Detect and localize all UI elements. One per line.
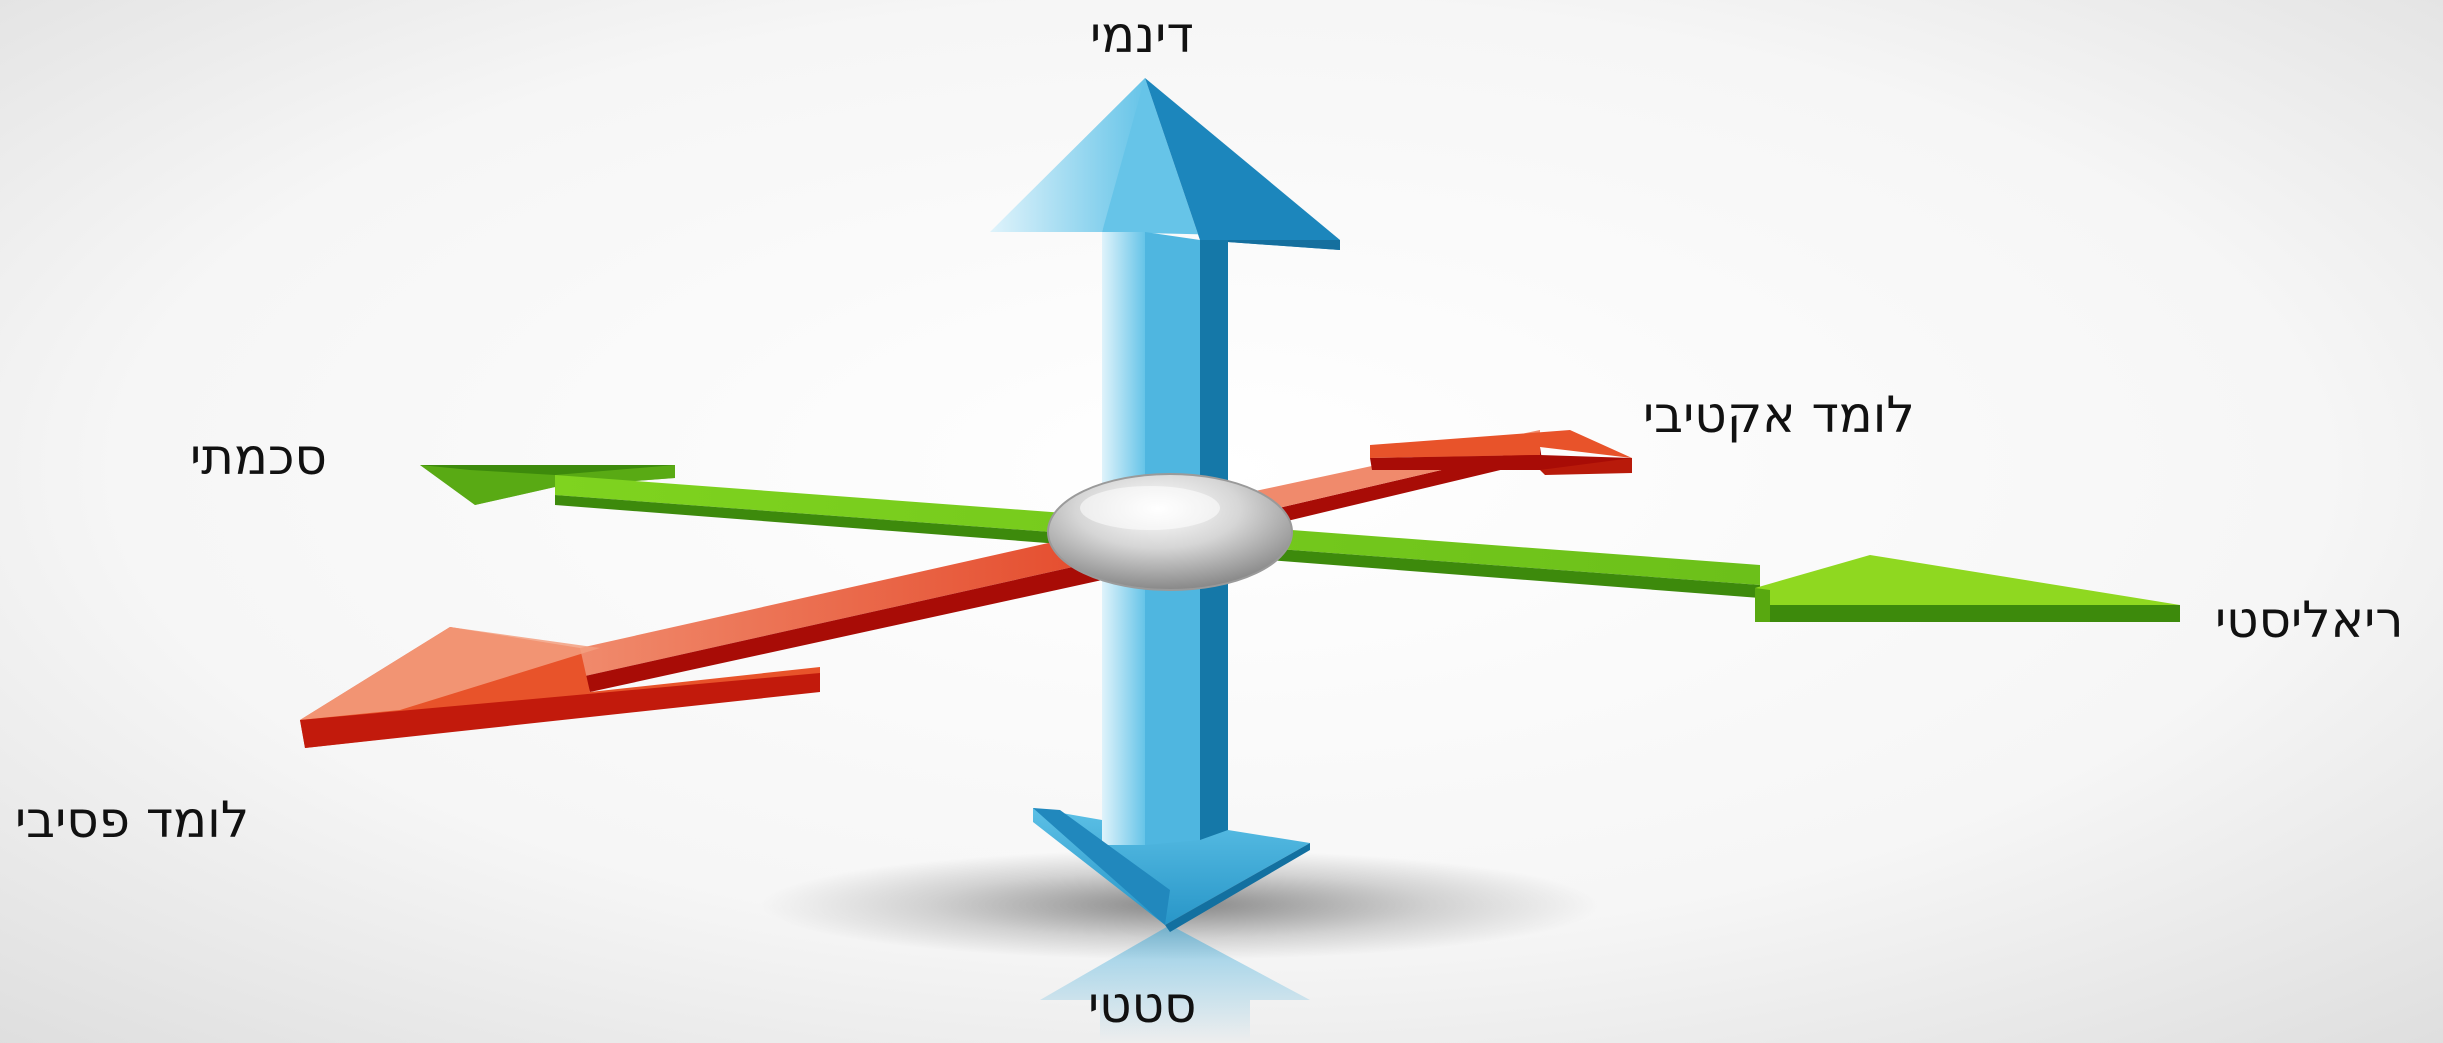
label-bottom: סטטי <box>1088 980 1196 1030</box>
label-right-green: ריאליסטי <box>2215 595 2403 645</box>
center-sphere <box>1048 474 1292 590</box>
label-left-red: לומד פסיבי <box>15 795 249 845</box>
label-left-green: סכמתי <box>190 432 327 482</box>
label-top: דינמי <box>1090 10 1194 60</box>
label-right-red: לומד אקטיבי <box>1643 390 1915 440</box>
